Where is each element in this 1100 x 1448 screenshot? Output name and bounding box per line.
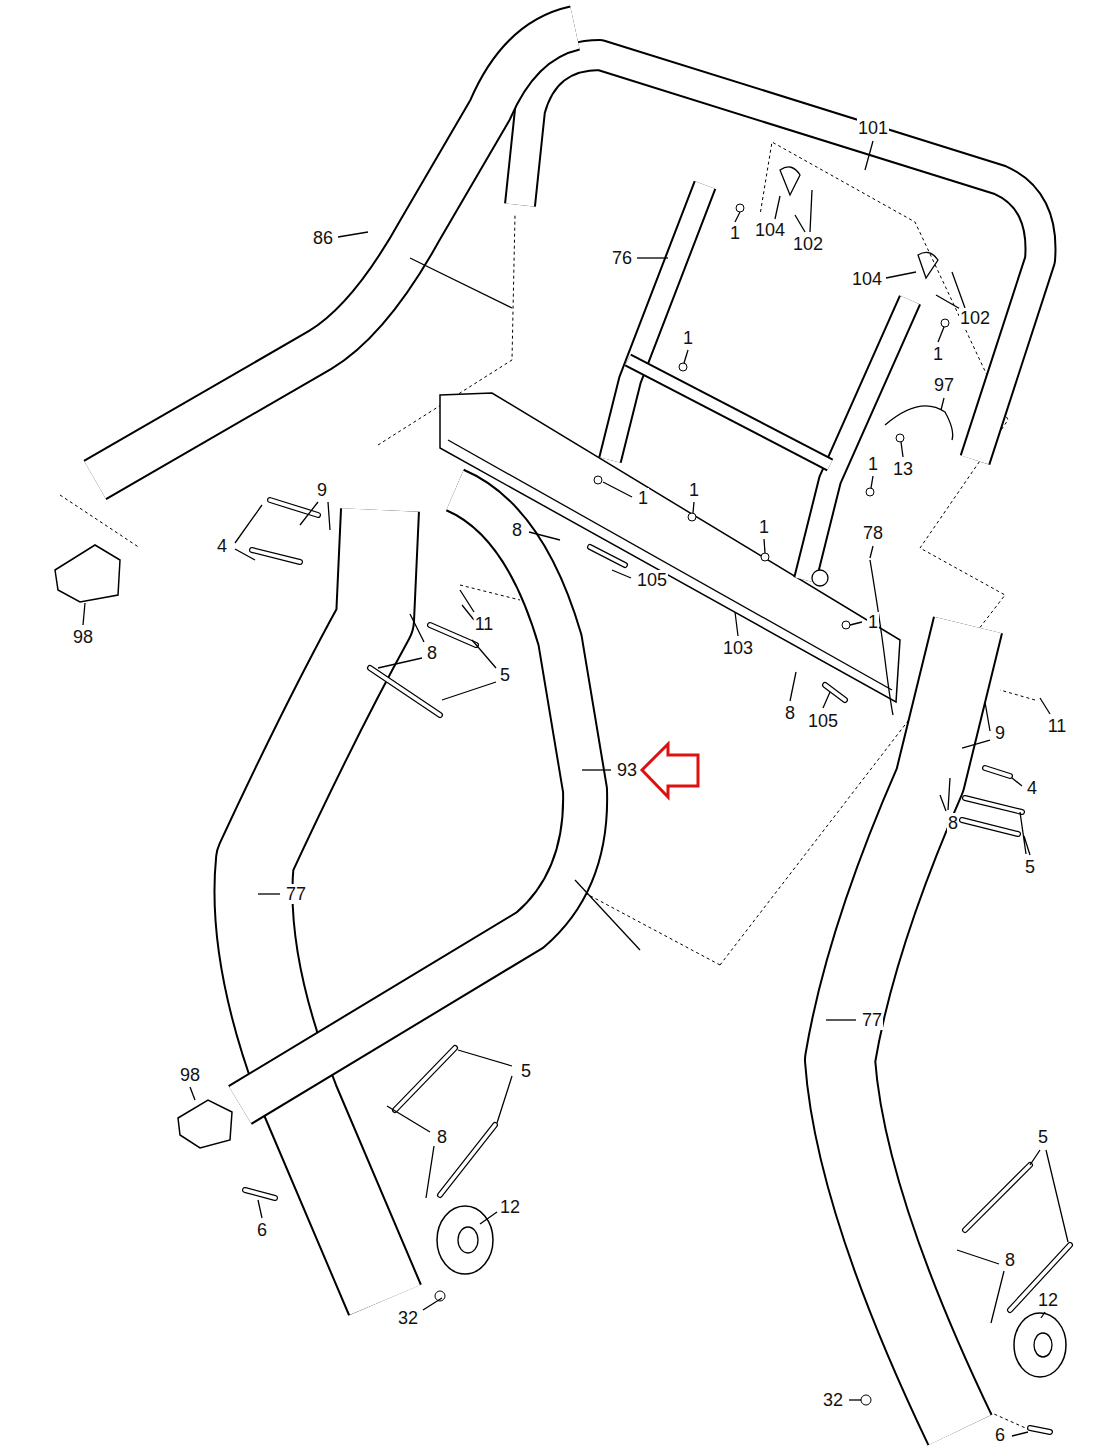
callout-number: 97 (933, 375, 955, 395)
callout-number: 9 (994, 723, 1006, 743)
callout-number: 1 (637, 488, 649, 508)
callout-number: 5 (1037, 1127, 1049, 1147)
callout-number: 12 (1037, 1290, 1059, 1310)
callout-number: 102 (792, 234, 824, 254)
callout-number: 1 (758, 517, 770, 537)
callout-number: 1 (932, 344, 944, 364)
callout-number: 77 (861, 1010, 883, 1030)
callout-number: 98 (72, 627, 94, 647)
callout-number: 12 (499, 1197, 521, 1217)
callout-number: 5 (1024, 857, 1036, 877)
callout-number: 86 (312, 228, 334, 248)
callout-number: 102 (959, 308, 991, 328)
callout-number: 93 (616, 760, 638, 780)
callout-number: 6 (994, 1425, 1006, 1445)
callout-number: 105 (636, 570, 668, 590)
callout-number: 8 (1004, 1250, 1016, 1270)
callout-number: 6 (256, 1220, 268, 1240)
callout-number: 13 (892, 459, 914, 479)
callout-number: 104 (851, 269, 883, 289)
callout-number: 1 (867, 454, 879, 474)
callout-number: 4 (216, 536, 228, 556)
callout-number: 5 (499, 665, 511, 685)
callout-number: 103 (722, 638, 754, 658)
callout-number: 1 (867, 612, 879, 632)
callout-number: 78 (862, 523, 884, 543)
callout-number: 5 (520, 1061, 532, 1081)
callout-number: 32 (397, 1308, 419, 1328)
callout-number: 76 (611, 248, 633, 268)
callout-number: 1 (682, 328, 694, 348)
callout-number: 8 (436, 1127, 448, 1147)
callout-number: 8 (426, 643, 438, 663)
callout-number: 1 (729, 223, 741, 243)
callout-number: 77 (285, 884, 307, 904)
callout-number: 8 (784, 703, 796, 723)
callout-number: 9 (316, 480, 328, 500)
callout-number: 101 (857, 118, 889, 138)
callout-number: 8 (511, 520, 523, 540)
callout-number: 105 (807, 711, 839, 731)
callout-number: 8 (947, 813, 959, 833)
callout-number: 104 (754, 220, 786, 240)
callout-number: 11 (1047, 716, 1068, 736)
callout-number: 4 (1026, 778, 1038, 798)
callout-number: 98 (179, 1065, 201, 1085)
callout-number: 1 (688, 480, 700, 500)
callout-number: 11 (474, 614, 495, 634)
callout-number: 32 (822, 1390, 844, 1410)
